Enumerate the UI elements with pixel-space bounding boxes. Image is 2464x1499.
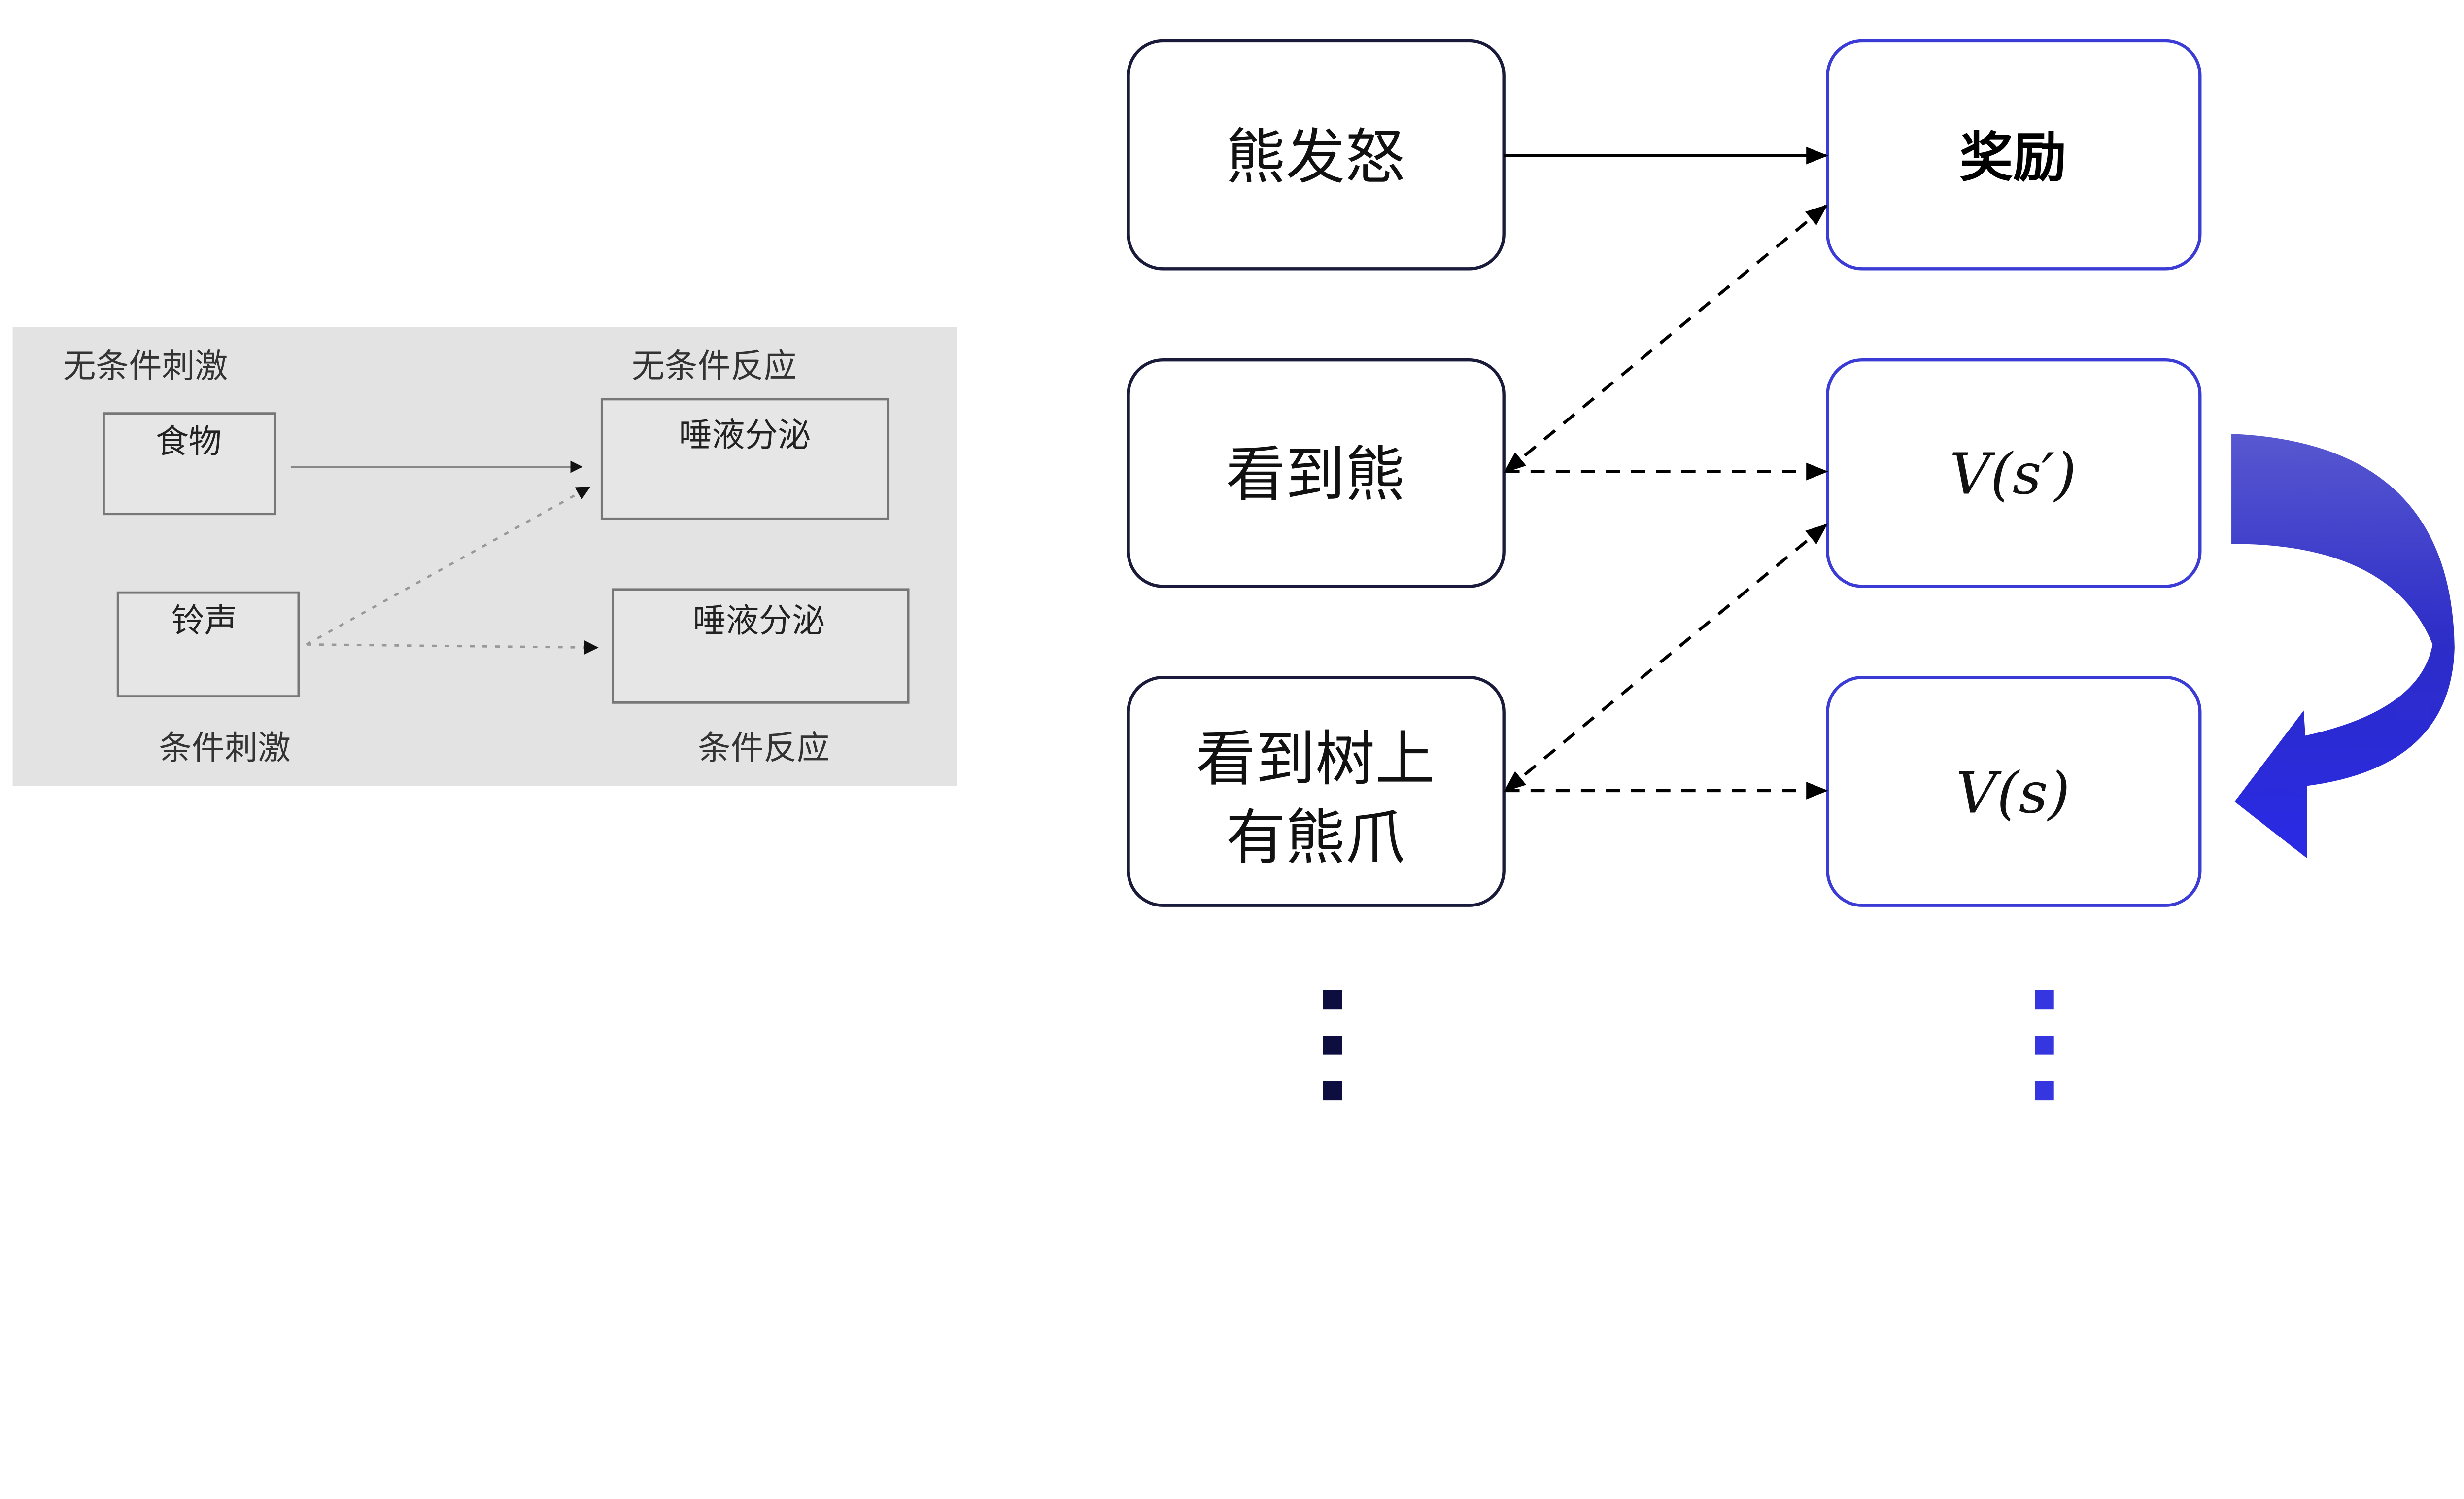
dot [2035, 1036, 2054, 1055]
food-text: 食物 [156, 422, 222, 460]
classical-conditioning-panel: 无条件刺激 无条件反应 食物 唾液分泌 铃声 唾液分泌 条件刺激 条件反应 [12, 327, 957, 786]
conditioned-stimulus-label: 条件刺激 [159, 729, 291, 767]
bell-text: 铃声 [171, 601, 238, 640]
panel-background [12, 327, 957, 786]
state-text-see-claw-line1: 看到树上 [1196, 725, 1435, 794]
bell-to-salivation-dotted-arrow [306, 486, 591, 646]
dot [1323, 990, 1342, 1010]
dot [1323, 1036, 1342, 1055]
value-function-diagram: 熊发怒 看到熊 看到树上 有熊爪 奖励 V(s′) V(s) [1127, 39, 2455, 1101]
dot [1323, 1081, 1342, 1101]
dot [2035, 990, 2054, 1010]
conditioned-response-label: 条件反应 [698, 729, 830, 767]
bell-box [116, 591, 300, 698]
state-box-see-bear [1127, 358, 1506, 588]
dot [2035, 1081, 2054, 1101]
target-text-v-s-prime: V(s′) [1950, 441, 2076, 507]
target-text-reward: 奖励 [1959, 126, 2066, 189]
salivation-box-bottom [612, 588, 910, 704]
salivation-text-bottom: 唾液分泌 [693, 601, 825, 640]
left-ellipsis-dots [1323, 990, 1342, 1101]
diagram-canvas: 无条件刺激 无条件反应 食物 唾液分泌 铃声 唾液分泌 条件刺激 条件反应 熊发… [12, 39, 2455, 1101]
salivation-box-top [600, 398, 890, 520]
curved-arrow-icon [2231, 434, 2455, 859]
unconditioned-response-label: 无条件反应 [632, 347, 797, 385]
state-text-see-bear: 看到熊 [1226, 440, 1404, 509]
bell-to-conditioned-salivation-arrow [306, 640, 599, 655]
arrow-see-bear-reward [1504, 204, 1828, 473]
arrow-see-claw-v-s-prime [1504, 523, 1828, 792]
target-text-v-s: V(s) [1956, 761, 2070, 827]
food-box [103, 412, 276, 516]
right-ellipsis-dots [2035, 990, 2054, 1101]
state-text-bear-angry: 熊发怒 [1226, 122, 1404, 192]
salivation-text-top: 唾液分泌 [679, 416, 811, 454]
unconditioned-stimulus-label: 无条件刺激 [63, 347, 228, 385]
state-text-see-claw-line2: 有熊爪 [1226, 803, 1404, 872]
